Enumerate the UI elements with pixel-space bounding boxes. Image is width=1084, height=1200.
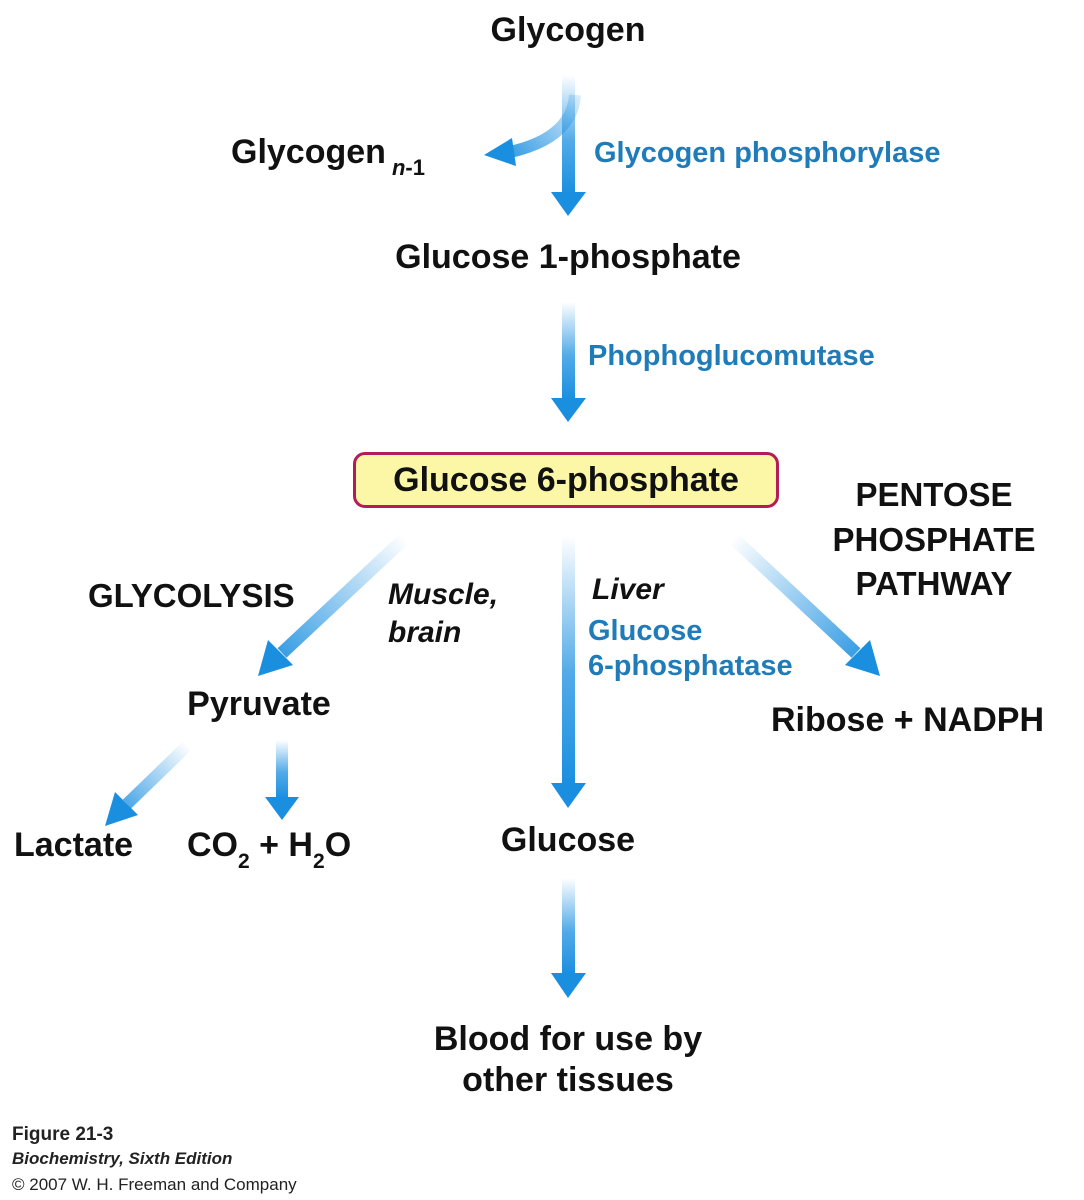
co2-text: CO [187, 826, 238, 864]
glycogen-n1-base: Glycogen [231, 133, 386, 171]
g6p-label: Glucose 6-phosphate [393, 460, 739, 499]
o-text: O [324, 826, 352, 864]
enzyme-glucose-6-phosphatase: Glucose 6-phosphatase [588, 614, 793, 684]
blood-line-2: other tissues [462, 1060, 674, 1099]
ppp-line-3: PATHWAY [855, 565, 1013, 603]
copyright-line: © 2007 W. H. Freeman and Company [12, 1175, 297, 1194]
arrow-pyruvate-to-lactate [105, 740, 193, 826]
figure-number: Figure 21-3 [12, 1124, 114, 1145]
arrow-g1p-to-g6p [551, 302, 586, 422]
muscle-line-1: Muscle, [388, 578, 499, 611]
enzyme-phosphoglucomutase: Phophoglucomutase [588, 340, 875, 372]
muscle-line-2: brain [388, 615, 462, 649]
node-lactate: Lactate [14, 826, 134, 864]
node-blood: Blood for use by other tissues [434, 1019, 702, 1101]
g6pase-line-1: Glucose [588, 615, 703, 647]
node-pyruvate: Pyruvate [187, 685, 331, 723]
arrow-to-glycogen-n1 [484, 94, 581, 166]
arrow-g6p-to-pyruvate [258, 533, 410, 676]
subscript-n: n [391, 155, 406, 180]
node-co2-h2o: CO2 + H2O [187, 825, 352, 873]
ppp-line-1: PENTOSE [855, 476, 1013, 513]
node-glucose: Glucose [500, 821, 636, 859]
arrow-glucose-to-blood [551, 878, 586, 998]
ppp-line-2: PHOSPHATE [832, 520, 1036, 558]
note-liver: Liver [592, 573, 664, 606]
book-title: Biochemistry, Sixth Edition [12, 1149, 233, 1168]
pathway-pentose-phosphate: PENTOSE PHOSPHATE PATHWAY [833, 473, 1036, 607]
node-ribose-nadph: Ribose + NADPH [771, 701, 1044, 739]
glycogen-n1-subscript: n-1 [392, 155, 425, 180]
pathway-glycolysis: GLYCOLYSIS [88, 577, 295, 614]
g6pase-line-2: 6-phosphatase [588, 649, 793, 682]
note-muscle-brain: Muscle, brain [388, 576, 498, 651]
blood-line-1: Blood for use by [433, 1020, 703, 1058]
plus-h-text: + H [249, 826, 313, 864]
node-glucose-1-phosphate: Glucose 1-phosphate [395, 238, 741, 276]
subscript-minus-one: -1 [405, 155, 425, 180]
arrow-g6p-to-glucose [551, 536, 586, 808]
arrow-g6p-to-ribose [728, 533, 880, 676]
h2o-subscript: 2 [313, 850, 325, 873]
arrow-pyruvate-to-co2 [265, 740, 299, 820]
node-glycogen: Glycogen [490, 11, 646, 49]
enzyme-glycogen-phosphorylase: Glycogen phosphorylase [594, 137, 941, 169]
co2-subscript: 2 [238, 850, 250, 873]
node-glucose-6-phosphate: Glucose 6-phosphate [353, 452, 779, 508]
